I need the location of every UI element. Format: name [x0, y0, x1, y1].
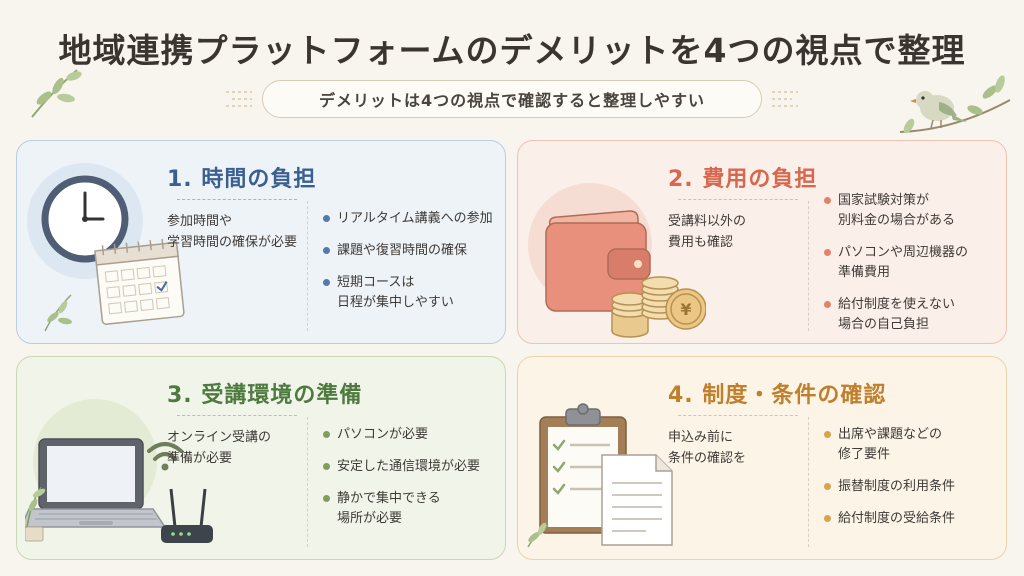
list-item-text: 場合の自己負担	[838, 317, 930, 332]
list-item: パソコンが必要	[323, 425, 503, 445]
card-title: 3. 受講環境の準備	[167, 383, 363, 408]
bullet-dot	[323, 279, 330, 286]
card-summary: オンライン受講の 準備が必要	[167, 427, 302, 469]
page-title: 地域連携プラットフォームのデメリットを4つの視点で整理	[58, 31, 966, 70]
bullet-list: パソコンが必要 安定した通信環境が必要 静かで集中できる場所が必要	[323, 425, 503, 541]
summary-line: 受講料以外の	[668, 214, 747, 229]
bullet-dot	[323, 431, 330, 438]
dash-decoration-right	[772, 91, 798, 107]
card-summary: 申込み前に 条件の確認を	[668, 427, 803, 469]
bullet-dot	[824, 431, 831, 438]
list-item: リアルタイム講義への参加	[323, 209, 503, 229]
list-item-text: 安定した通信環境が必要	[337, 459, 481, 474]
divider	[307, 417, 308, 547]
subtitle: デメリットは4つの視点で確認すると整理しやすい	[319, 91, 705, 110]
wallet-coins-icon: ¥	[528, 183, 706, 338]
bullet-dot	[824, 483, 831, 490]
coin-symbol: ¥	[680, 300, 691, 319]
summary-line: 申込み前に	[668, 430, 734, 445]
list-item: パソコンや周辺機器の準備費用	[824, 243, 1004, 283]
list-item: 課題や復習時間の確保	[323, 241, 503, 261]
title-rule	[678, 415, 798, 416]
summary-line: 参加時間や	[167, 214, 233, 229]
subtitle-banner: デメリットは4つの視点で確認すると整理しやすい	[262, 80, 762, 118]
bullet-list: 国家試験対策が別料金の場合がある パソコンや周辺機器の準備費用 給付制度を使えな…	[824, 191, 1004, 347]
clock-calendar-icon	[27, 163, 185, 332]
list-item-text: 準備費用	[838, 265, 891, 280]
list-item-text: 短期コースは	[337, 275, 415, 290]
list-item-text: 場所が必要	[337, 511, 403, 526]
summary-line: 条件の確認を	[668, 451, 747, 466]
card-title: 4. 制度・条件の確認	[668, 383, 887, 408]
summary-line: オンライン受講の	[167, 430, 272, 445]
title-rule	[177, 199, 297, 200]
list-item-text: 給付制度を使えない	[838, 297, 956, 312]
list-item-text: パソコンが必要	[337, 427, 429, 442]
bullet-dot	[323, 247, 330, 254]
list-item-text: 静かで集中できる	[337, 491, 441, 506]
card-environment-prep: 3. 受講環境の準備 オンライン受講の 準備が必要 パソコンが必要 安定した通信…	[16, 356, 506, 560]
title-rule	[177, 415, 297, 416]
bullet-dot	[824, 249, 831, 256]
list-item: 振替制度の利用条件	[824, 477, 1004, 497]
list-item-text: リアルタイム講義への参加	[337, 211, 493, 226]
bullet-dot	[824, 197, 831, 204]
list-item: 静かで集中できる場所が必要	[323, 489, 503, 529]
summary-line: 準備が必要	[167, 451, 233, 466]
list-item: 国家試験対策が別料金の場合がある	[824, 191, 1004, 231]
bullet-dot	[824, 515, 831, 522]
list-item-text: 出席や課題などの	[838, 427, 943, 442]
bullet-dot	[323, 463, 330, 470]
card-summary: 受講料以外の 費用も確認	[668, 211, 803, 253]
list-item-text: 修了要件	[838, 447, 891, 462]
list-item-text: 日程が集中しやすい	[337, 295, 454, 310]
summary-line: 費用も確認	[668, 235, 734, 250]
bullet-dot	[323, 495, 330, 502]
list-item: 給付制度の受給条件	[824, 509, 1004, 529]
summary-line: 学習時間の確保が必要	[167, 235, 298, 250]
list-item-text: 課題や復習時間の確保	[337, 243, 468, 258]
list-item: 安定した通信環境が必要	[323, 457, 503, 477]
clipboard-checklist-icon	[527, 403, 673, 548]
bullet-dot	[824, 301, 831, 308]
card-title: 2. 費用の負担	[668, 167, 818, 192]
bullet-list: 出席や課題などの修了要件 振替制度の利用条件 給付制度の受給条件	[824, 425, 1004, 541]
divider	[307, 201, 308, 331]
bullet-dot	[323, 215, 330, 222]
title-rule	[678, 199, 798, 200]
divider	[808, 417, 809, 547]
list-item-text: 振替制度の利用条件	[838, 479, 956, 494]
list-item: 出席や課題などの修了要件	[824, 425, 1004, 465]
card-title: 1. 時間の負担	[167, 167, 317, 192]
bullet-list: リアルタイム講義への参加 課題や復習時間の確保 短期コースは日程が集中しやすい	[323, 209, 503, 325]
list-item: 短期コースは日程が集中しやすい	[323, 273, 503, 313]
card-cost-burden: ¥ 2. 費用の負担 受講料以外の 費用も確認 国家試験対策が別料金の場合がある…	[517, 140, 1007, 344]
laptop-router-icon	[25, 399, 213, 543]
list-item: 給付制度を使えない場合の自己負担	[824, 295, 1004, 335]
leaf-branch-icon	[31, 69, 82, 118]
list-item-text: 国家試験対策が	[838, 193, 930, 208]
card-rules-conditions: 4. 制度・条件の確認 申込み前に 条件の確認を 出席や課題などの修了要件 振替…	[517, 356, 1007, 560]
list-item-text: 別料金の場合がある	[838, 213, 956, 228]
card-time-burden: 1. 時間の負担 参加時間や 学習時間の確保が必要 リアルタイム講義への参加 課…	[16, 140, 506, 344]
card-summary: 参加時間や 学習時間の確保が必要	[167, 211, 302, 253]
list-item-text: 給付制度の受給条件	[838, 511, 956, 526]
divider	[808, 201, 809, 331]
bird-branch-icon	[899, 75, 1011, 134]
dash-decoration-left	[226, 91, 252, 107]
list-item-text: パソコンや周辺機器の	[838, 245, 969, 260]
